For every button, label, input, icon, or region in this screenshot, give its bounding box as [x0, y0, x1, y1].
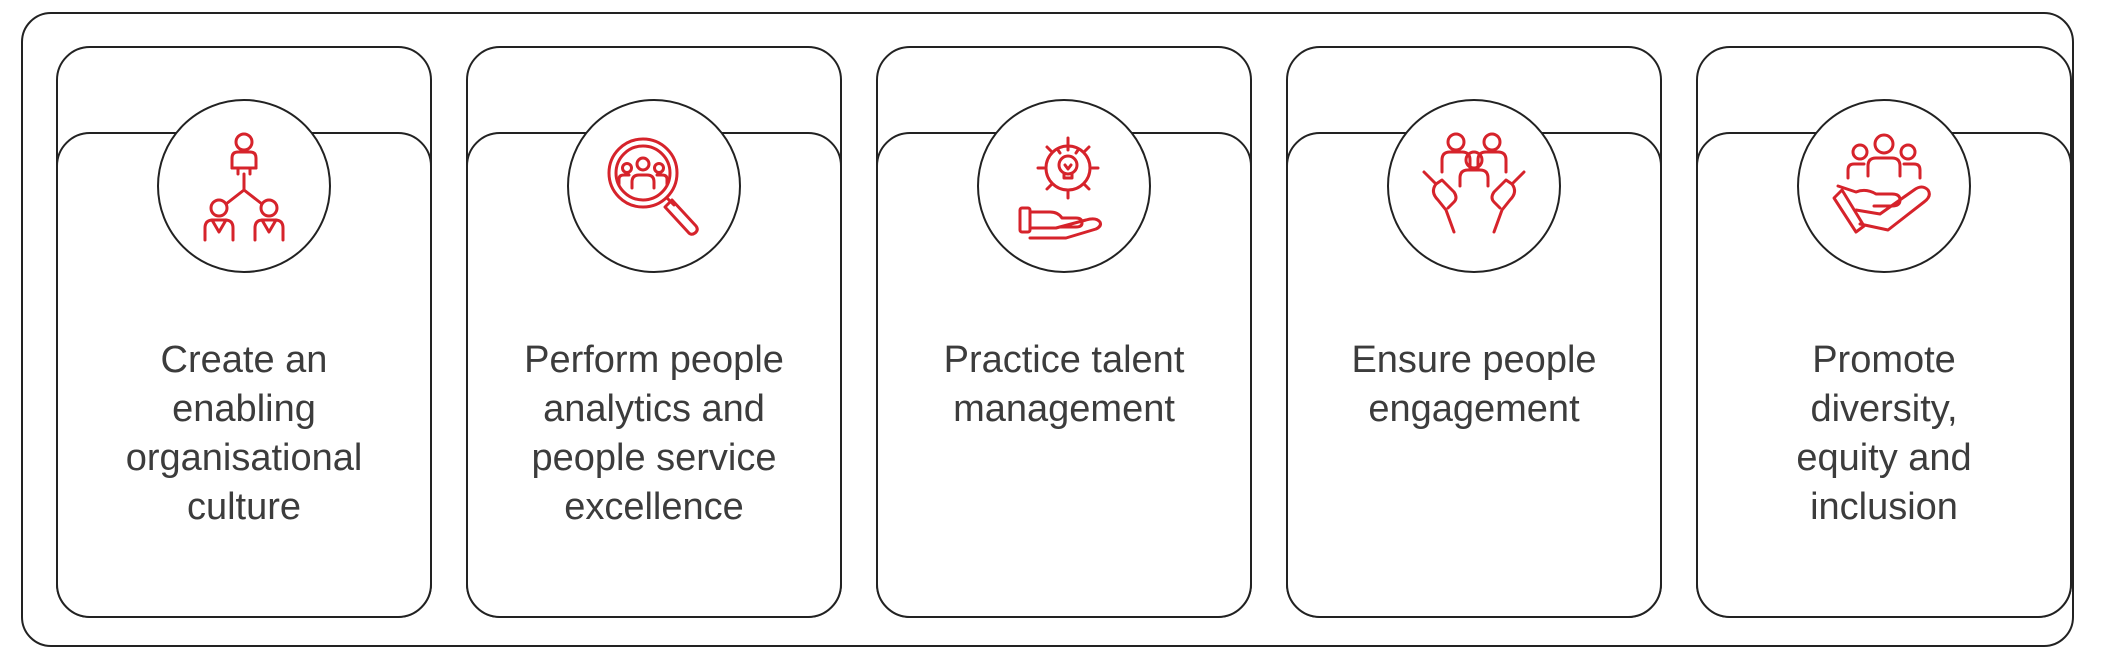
- icon-badge: [1797, 99, 1971, 273]
- card-diversity-equity-inclusion: Promote diversity, equity and inclusion: [1696, 46, 2072, 618]
- org-structure-icon: [203, 132, 285, 242]
- card-label: Perform people analytics and people serv…: [524, 339, 784, 528]
- people-hands-icon: [1422, 132, 1526, 234]
- card-label: Ensure people engagement: [1351, 339, 1597, 430]
- people-in-hand-icon: [1832, 133, 1931, 234]
- card-people-engagement: Ensure people engagement: [1286, 46, 1662, 618]
- card-talent-management: Practice talent management: [876, 46, 1252, 618]
- card-label: Create an enabling organisational cultur…: [125, 339, 363, 528]
- icon-badge: [567, 99, 741, 273]
- icon-badge: [977, 99, 1151, 273]
- card-people-analytics: Perform people analytics and people serv…: [466, 46, 842, 618]
- icon-badge: [157, 99, 331, 273]
- card-label: Practice talent management: [943, 339, 1185, 430]
- icon-badge: [1387, 99, 1561, 273]
- card-organisational-culture: Create an enabling organisational cultur…: [56, 46, 432, 618]
- talent-gear-hand-icon: [1018, 136, 1102, 240]
- card-label: Promote diversity, equity and inclusion: [1796, 339, 1972, 528]
- outer-frame: [21, 12, 2074, 647]
- people-search-icon: [607, 137, 699, 236]
